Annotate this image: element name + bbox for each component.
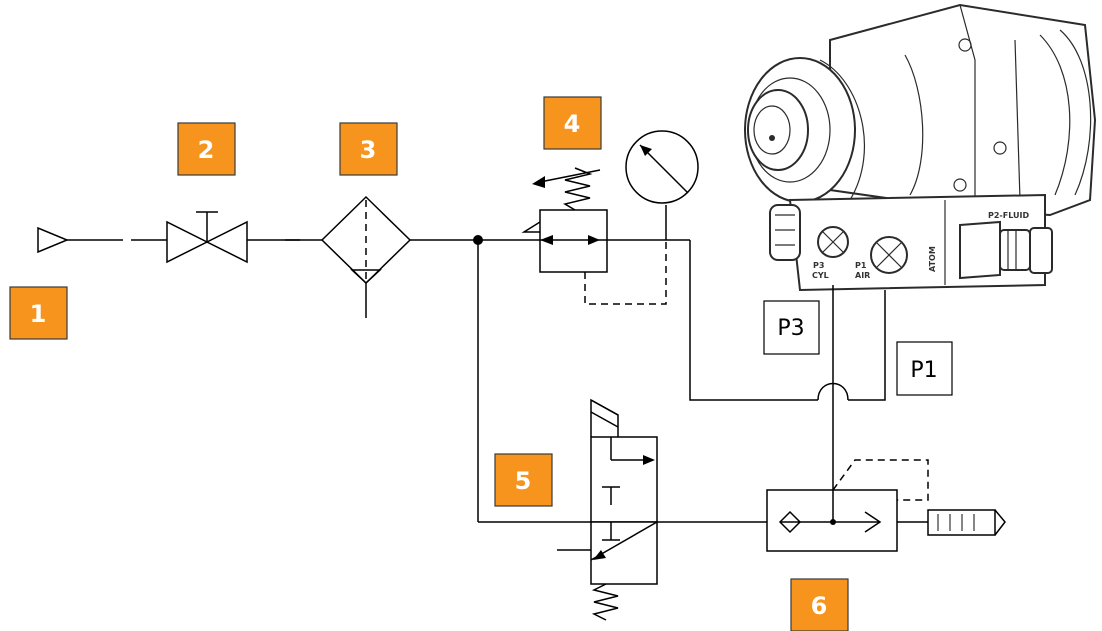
- callout-1: 1: [9, 286, 68, 340]
- callout-6-label: 6: [811, 592, 828, 620]
- callout-3: 3: [339, 122, 398, 176]
- solenoid-valve-symbol: [557, 398, 737, 621]
- callout-2: 2: [177, 122, 236, 176]
- port-label-p3-text: P3: [777, 316, 804, 341]
- silencer-symbol: [927, 509, 1006, 536]
- pressure-gauge-symbol: [625, 130, 699, 204]
- filter-symbol: [285, 195, 478, 318]
- callout-2-label: 2: [198, 136, 215, 164]
- port-label-p1-text: P1: [910, 358, 937, 383]
- inlet-symbol: [37, 226, 123, 254]
- callout-5-label: 5: [515, 467, 532, 495]
- main-supply-line: [473, 235, 560, 523]
- shuttle-valve-symbol: [737, 285, 929, 552]
- callout-5: 5: [494, 453, 553, 507]
- pressure-regulator-symbol: [521, 167, 690, 305]
- callout-6: 6: [790, 578, 849, 631]
- gun-fluid-label: P2-FLUID: [988, 211, 1030, 220]
- gun-brand-label: ATOM: [928, 246, 937, 272]
- callout-3-label: 3: [360, 136, 377, 164]
- gun-air-label: AIR: [855, 271, 870, 280]
- port-label-p3: P3: [763, 300, 820, 355]
- callout-4: 4: [543, 96, 602, 150]
- spray-gun-image: P3 CYL P1 AIR ATOM P2-FLUID: [744, 3, 1097, 292]
- shut-off-valve-symbol: [131, 211, 300, 264]
- gun-p1-label: P1: [855, 261, 867, 270]
- gun-cyl-label: CYL: [812, 271, 829, 280]
- gun-p3-label: P3: [813, 261, 824, 270]
- port-label-p1: P1: [896, 341, 953, 396]
- callout-1-label: 1: [30, 300, 47, 328]
- callout-4-label: 4: [564, 110, 581, 138]
